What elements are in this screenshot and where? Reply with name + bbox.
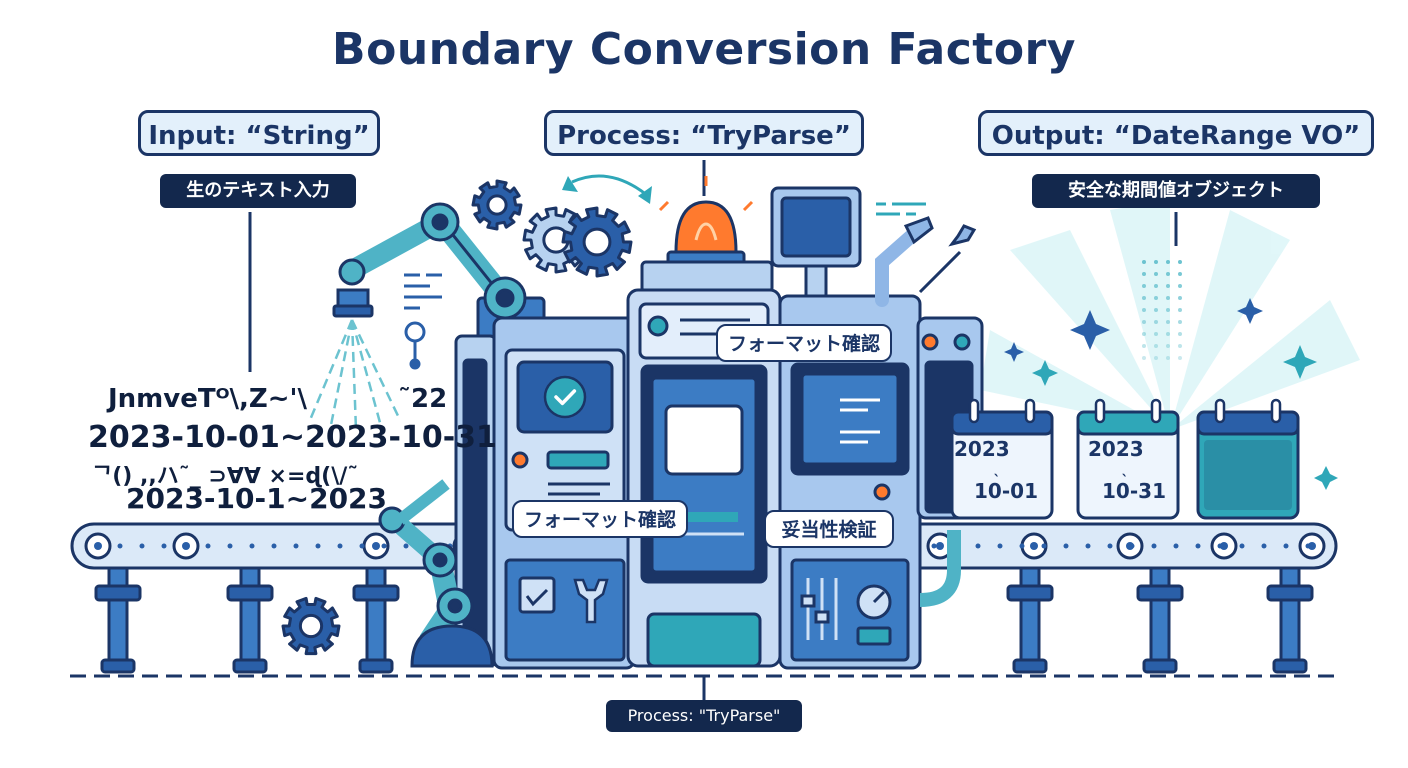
output-stage-label: Output: “DateRange VO”: [978, 110, 1374, 156]
spray-lines: [308, 319, 402, 431]
raw-input-line: 2023-10-1~2023: [126, 482, 388, 515]
calendar-icon: [950, 398, 1300, 520]
calendar-separator: ˎ: [1121, 461, 1129, 477]
robot-arm-icon: [378, 479, 494, 668]
sensor-icon: [404, 273, 442, 370]
robot-arm-icon: [332, 202, 546, 342]
left-machine: [454, 316, 636, 670]
process-bottom-tag: Process: "TryParse": [606, 700, 802, 732]
validation-bubble: 妥当性検証: [764, 510, 894, 548]
process-stage-label: Process: “TryParse”: [544, 110, 864, 156]
raw-input-line: ᄀ() ,,ハ˜_ ⊃∀∀ ×=ɖ(\/˜: [92, 464, 359, 489]
calendar-date: 10-31: [1102, 479, 1166, 503]
output-glow: [980, 200, 1360, 430]
robot-arm-icon: [875, 216, 977, 307]
center-machine: [626, 260, 782, 668]
calendar-date: 10-01: [974, 479, 1038, 503]
raw-input-line: 2023-10-01~2023-10-31: [88, 420, 497, 455]
input-tag: 生のテキスト入力: [160, 174, 356, 208]
calendar-separator: ˎ: [993, 461, 1001, 477]
rotation-arrow: [571, 174, 649, 198]
calendar-year: 2023: [954, 437, 1010, 461]
format-check-bubble: フォーマット確認: [716, 324, 892, 362]
output-dots: [1142, 260, 1182, 360]
raw-input-line: JnmveTᴼ\,Z~'\: [108, 384, 307, 414]
gear-icon: [281, 179, 633, 656]
raw-input-line: ˜22: [398, 384, 448, 414]
page-title: Boundary Conversion Factory: [332, 24, 1076, 75]
format-check-bubble: フォーマット確認: [512, 500, 688, 538]
wrench-icon: [573, 578, 609, 624]
calendar-year: 2023: [1088, 437, 1144, 461]
status-dashes: [876, 202, 926, 216]
right-machine: [770, 186, 984, 670]
output-tag: 安全な期間値オブジェクト: [1032, 174, 1320, 208]
input-stage-label: Input: “String”: [138, 110, 380, 156]
alarm-light-icon: [658, 176, 754, 268]
